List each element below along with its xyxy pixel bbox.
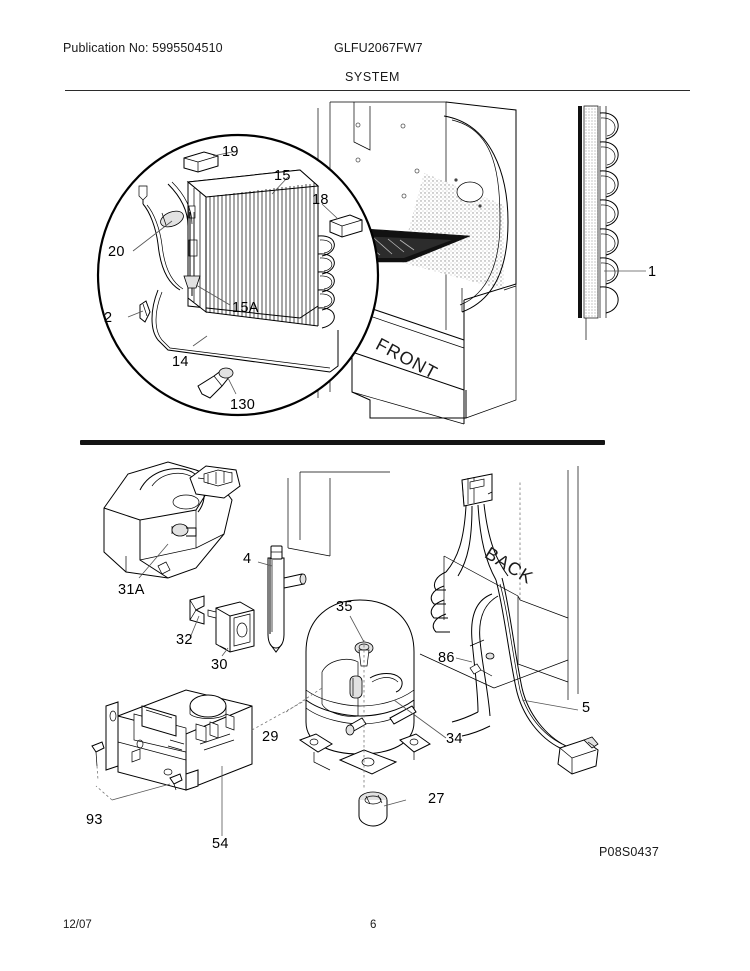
part-2-bracket <box>139 300 151 323</box>
part-32-clip <box>189 595 205 625</box>
section-divider <box>80 440 605 445</box>
part-19-clip <box>183 151 219 173</box>
evaporator-detail-group <box>138 151 363 399</box>
header-rule <box>65 90 690 91</box>
callout-93: 93 <box>86 812 103 828</box>
page-number: 6 <box>370 919 377 931</box>
upper-leaders <box>127 151 339 395</box>
part-31A-drain-pan <box>103 461 241 579</box>
callout-1: 1 <box>648 264 657 280</box>
section-title: SYSTEM <box>345 70 400 84</box>
part-93-screws <box>91 741 183 791</box>
drawing-code: P08S0437 <box>599 845 659 859</box>
callout-130: 130 <box>230 397 256 413</box>
wiring-harness <box>430 473 599 775</box>
callout-31A: 31A <box>118 582 145 598</box>
part-4-filter-drier <box>267 545 307 653</box>
part-130-valve <box>197 367 234 399</box>
callout-18: 18 <box>312 192 329 208</box>
lower-cabinet-outline <box>287 466 579 700</box>
callout-86: 86 <box>438 650 455 666</box>
part-54-control-board <box>91 689 253 791</box>
power-plug <box>557 736 599 775</box>
lower-leaders <box>95 543 579 836</box>
callout-54: 54 <box>212 836 229 852</box>
part-27-grommet <box>358 791 388 827</box>
callout-15A: 15A <box>232 300 259 316</box>
evaporator-coil-15 <box>186 169 335 329</box>
callout-15: 15 <box>274 168 291 184</box>
callout-20: 20 <box>108 244 125 260</box>
callout-5: 5 <box>582 700 591 716</box>
callout-32: 32 <box>176 632 193 648</box>
callout-30: 30 <box>211 657 228 673</box>
callout-35: 35 <box>336 599 353 615</box>
revision-date: 12/07 <box>63 919 92 931</box>
callout-19: 19 <box>222 144 239 160</box>
part-18-clip <box>329 214 363 238</box>
callout-14: 14 <box>172 354 189 370</box>
callout-4: 4 <box>243 551 252 567</box>
callout-34: 34 <box>446 731 463 747</box>
part-20-thermostat <box>138 185 184 291</box>
publication-number: Publication No: 5995504510 <box>63 41 223 55</box>
part-14-tube <box>151 289 339 373</box>
callout-27: 27 <box>428 791 445 807</box>
part-30-relay <box>207 601 255 653</box>
part-86-screw <box>469 652 495 677</box>
callout-2: 2 <box>104 310 113 326</box>
part-35-terminal-cover <box>354 641 374 667</box>
condenser-coil <box>578 105 646 340</box>
model-number: GLFU2067FW7 <box>334 41 423 55</box>
callout-29: 29 <box>262 729 279 745</box>
compressor-assembly <box>298 599 431 827</box>
